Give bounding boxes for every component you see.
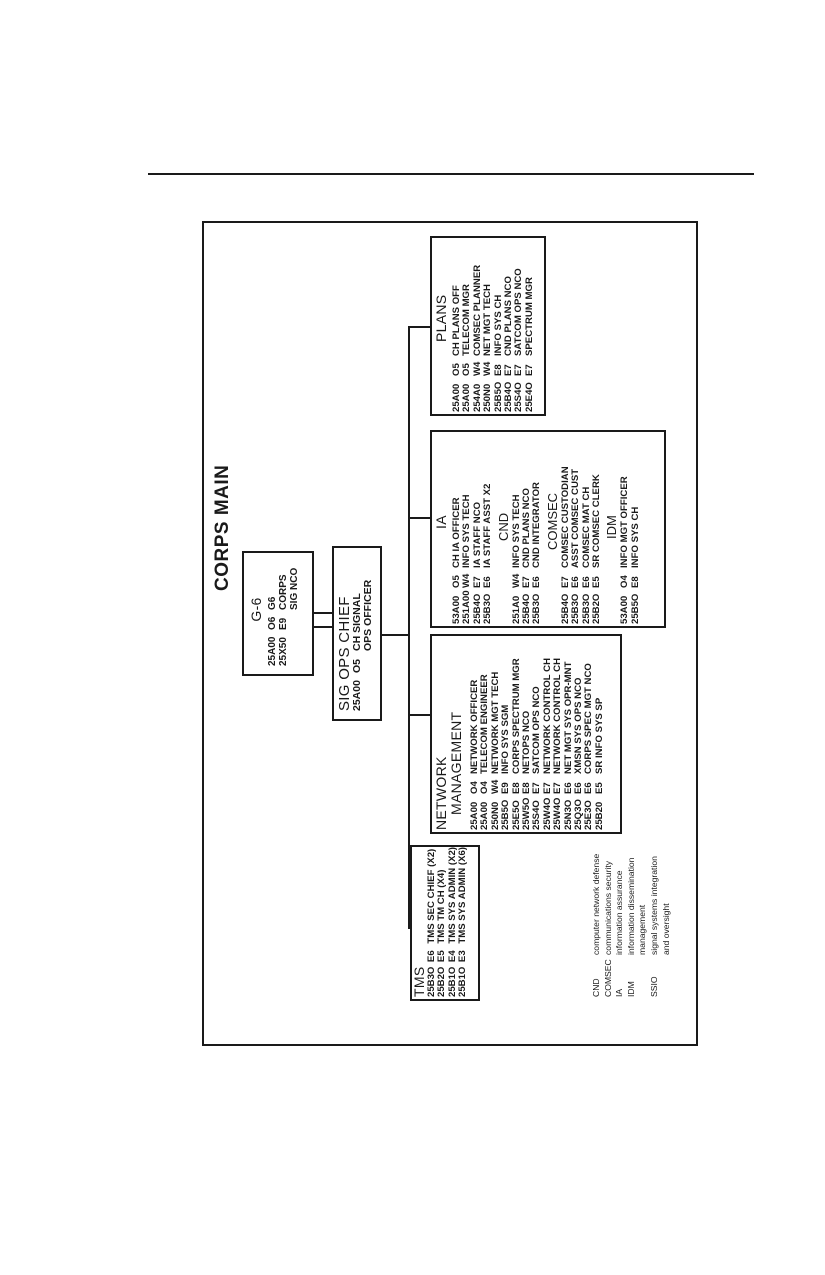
ia-grade: E6 [482, 576, 494, 588]
network-code: 25B20 [593, 801, 605, 830]
g6-position: G6 [267, 596, 278, 610]
connector-line [382, 634, 410, 636]
comsec-code: 25B2O [591, 593, 603, 624]
sig-ops-code: 25A00 [351, 680, 363, 711]
table-row: 25X50 E9 CORPS SIG NCO [278, 555, 300, 666]
connector-line [408, 517, 430, 519]
abbr-meaning: signal systems integration [648, 856, 659, 955]
tms-position: TMS SYS ADMIN (X6) [457, 847, 469, 944]
abbr-term: IDM [625, 981, 636, 997]
connector-line [314, 626, 332, 628]
network-title-line1: NETWORK [433, 756, 449, 830]
list-item: COMSEC communications security [602, 854, 614, 997]
connector-line [408, 326, 410, 929]
tms-grade: E3 [457, 950, 469, 963]
g6-box: G-6 25A00 O6 G6 25X50 E9 CORPS SIG NCO [242, 551, 314, 676]
abbr-meaning: communications security [602, 860, 613, 955]
abbr-meaning: information assurance [614, 870, 625, 955]
g6-code: 25X50 [278, 637, 289, 666]
list-item: IDM information dissemination [625, 854, 637, 997]
chart-title: CORPS MAIN [212, 464, 233, 591]
network-position: SR INFO SYS SP [593, 697, 605, 774]
comsec-title: COMSEC [544, 492, 560, 550]
tms-code: 25B1O [457, 966, 469, 997]
list-item: management [637, 854, 648, 997]
table-row: 25B1O E3 TMS SYS ADMIN (X6) [457, 847, 469, 997]
g6-grade: O6 [267, 616, 278, 630]
g6-grade: E9 [278, 617, 289, 630]
chart-frame [202, 221, 698, 1046]
org-chart: CORPS MAIN G-6 25A00 O6 G6 25X50 E9 CORP… [200, 221, 696, 1046]
abbr-term: SSIO [648, 976, 659, 997]
sig-ops-rows: 25A00 O5 CH SIGNAL OPS OFFICER [351, 573, 374, 711]
list-item: and oversight [660, 854, 672, 997]
ia-position: IA STAFF ASST X2 [482, 483, 494, 568]
abbr-term: IA [614, 988, 625, 997]
comsec-grade: E5 [591, 576, 603, 588]
table-row: 25B3O E6 CND INTEGRATOR [531, 482, 543, 624]
abbr-meaning: information dissemination [625, 857, 636, 955]
abbr-term [662, 957, 672, 997]
abbr-meaning: management [637, 904, 648, 955]
table-row: 25E4O E7 SPECTRUM MGR [523, 265, 535, 412]
plans-title: PLANS [433, 294, 449, 342]
connector-line [408, 326, 430, 328]
table-row: 25B5O E8 INFO SYS CH [629, 476, 641, 624]
idm-position: INFO SYS CH [629, 506, 641, 568]
ia-code: 25B3O [482, 593, 494, 624]
comsec-position: SR COMSEC CLERK [591, 474, 603, 568]
table-row: 25B20 E5 SR INFO SYS SP [593, 658, 605, 830]
abbr-term: COMSEC [602, 959, 613, 997]
abbr-meaning: and oversight [660, 903, 671, 955]
tms-title: TMS [411, 966, 427, 997]
network-grade: E5 [593, 782, 605, 794]
sig-ops-grade: O5 [351, 658, 363, 673]
sig-ops-title: SIG OPS CHIEF [336, 596, 353, 711]
cnd-grade: E6 [531, 576, 543, 588]
g6-title: G-6 [248, 597, 264, 622]
g6-rows: 25A00 O6 G6 25X50 E9 CORPS SIG NCO [267, 555, 300, 666]
cnd-code: 25B3O [531, 593, 543, 624]
plans-code: 25E4O [523, 382, 535, 412]
sig-ops-chief-box: SIG OPS CHIEF 25A00 O5 CH SIGNAL OPS OFF… [332, 546, 382, 721]
abbr-meaning: computer network defense [591, 853, 601, 955]
list-item: SSIO signal systems integration [648, 854, 660, 997]
connector-line [408, 714, 430, 716]
table-row: 25B3O E6 IA STAFF ASST X2 [482, 483, 494, 624]
abbreviations-legend: CND computer network defense COMSEC commun… [590, 852, 673, 999]
g6-code: 25A00 [267, 636, 278, 666]
list-item: CND computer network defense [591, 853, 602, 997]
idm-code: 25B5O [629, 593, 641, 624]
g6-position: CORPS SIG NCO [278, 567, 300, 610]
top-rule [148, 173, 754, 175]
connector-line [314, 612, 332, 614]
cnd-position: CND INTEGRATOR [531, 482, 543, 568]
idm-title: IDM [604, 515, 620, 539]
table-row: 25A00 O6 G6 [267, 555, 278, 666]
cnd-title: CND [495, 512, 511, 541]
table-row: 25A00 O5 CH SIGNAL OPS OFFICER [351, 573, 374, 711]
table-row: 25B2O E5 SR COMSEC CLERK [591, 466, 603, 624]
plans-grade: E7 [523, 364, 535, 376]
abbr-term [638, 957, 648, 997]
idm-grade: E8 [629, 576, 641, 588]
plans-position: SPECTRUM MGR [523, 277, 535, 356]
network-title-line2: MANAGEMENT [448, 711, 464, 815]
sig-ops-position: CH SIGNAL OPS OFFICER [351, 579, 374, 651]
abbr-term: CND [591, 978, 601, 997]
list-item: IA information assurance [614, 854, 625, 997]
ia-title: IA [433, 515, 449, 529]
